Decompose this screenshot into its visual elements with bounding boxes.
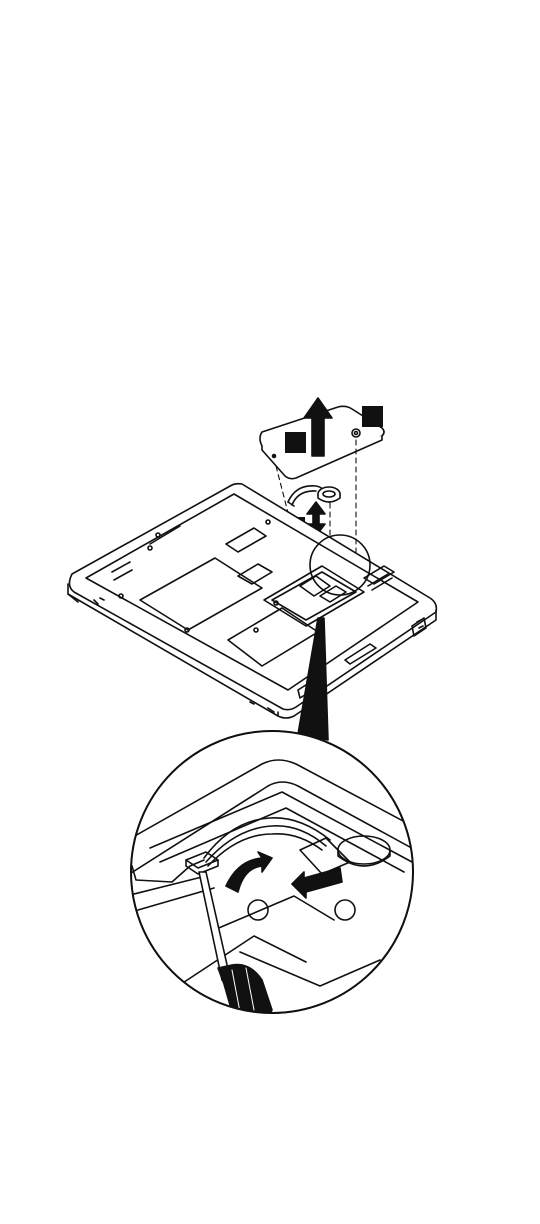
callout-step-2: [285, 432, 306, 453]
laptop-underside-icon: [68, 484, 436, 718]
callout-step-1: [362, 406, 383, 427]
detail-view: [110, 731, 430, 1022]
backup-battery-icon: [288, 486, 340, 506]
